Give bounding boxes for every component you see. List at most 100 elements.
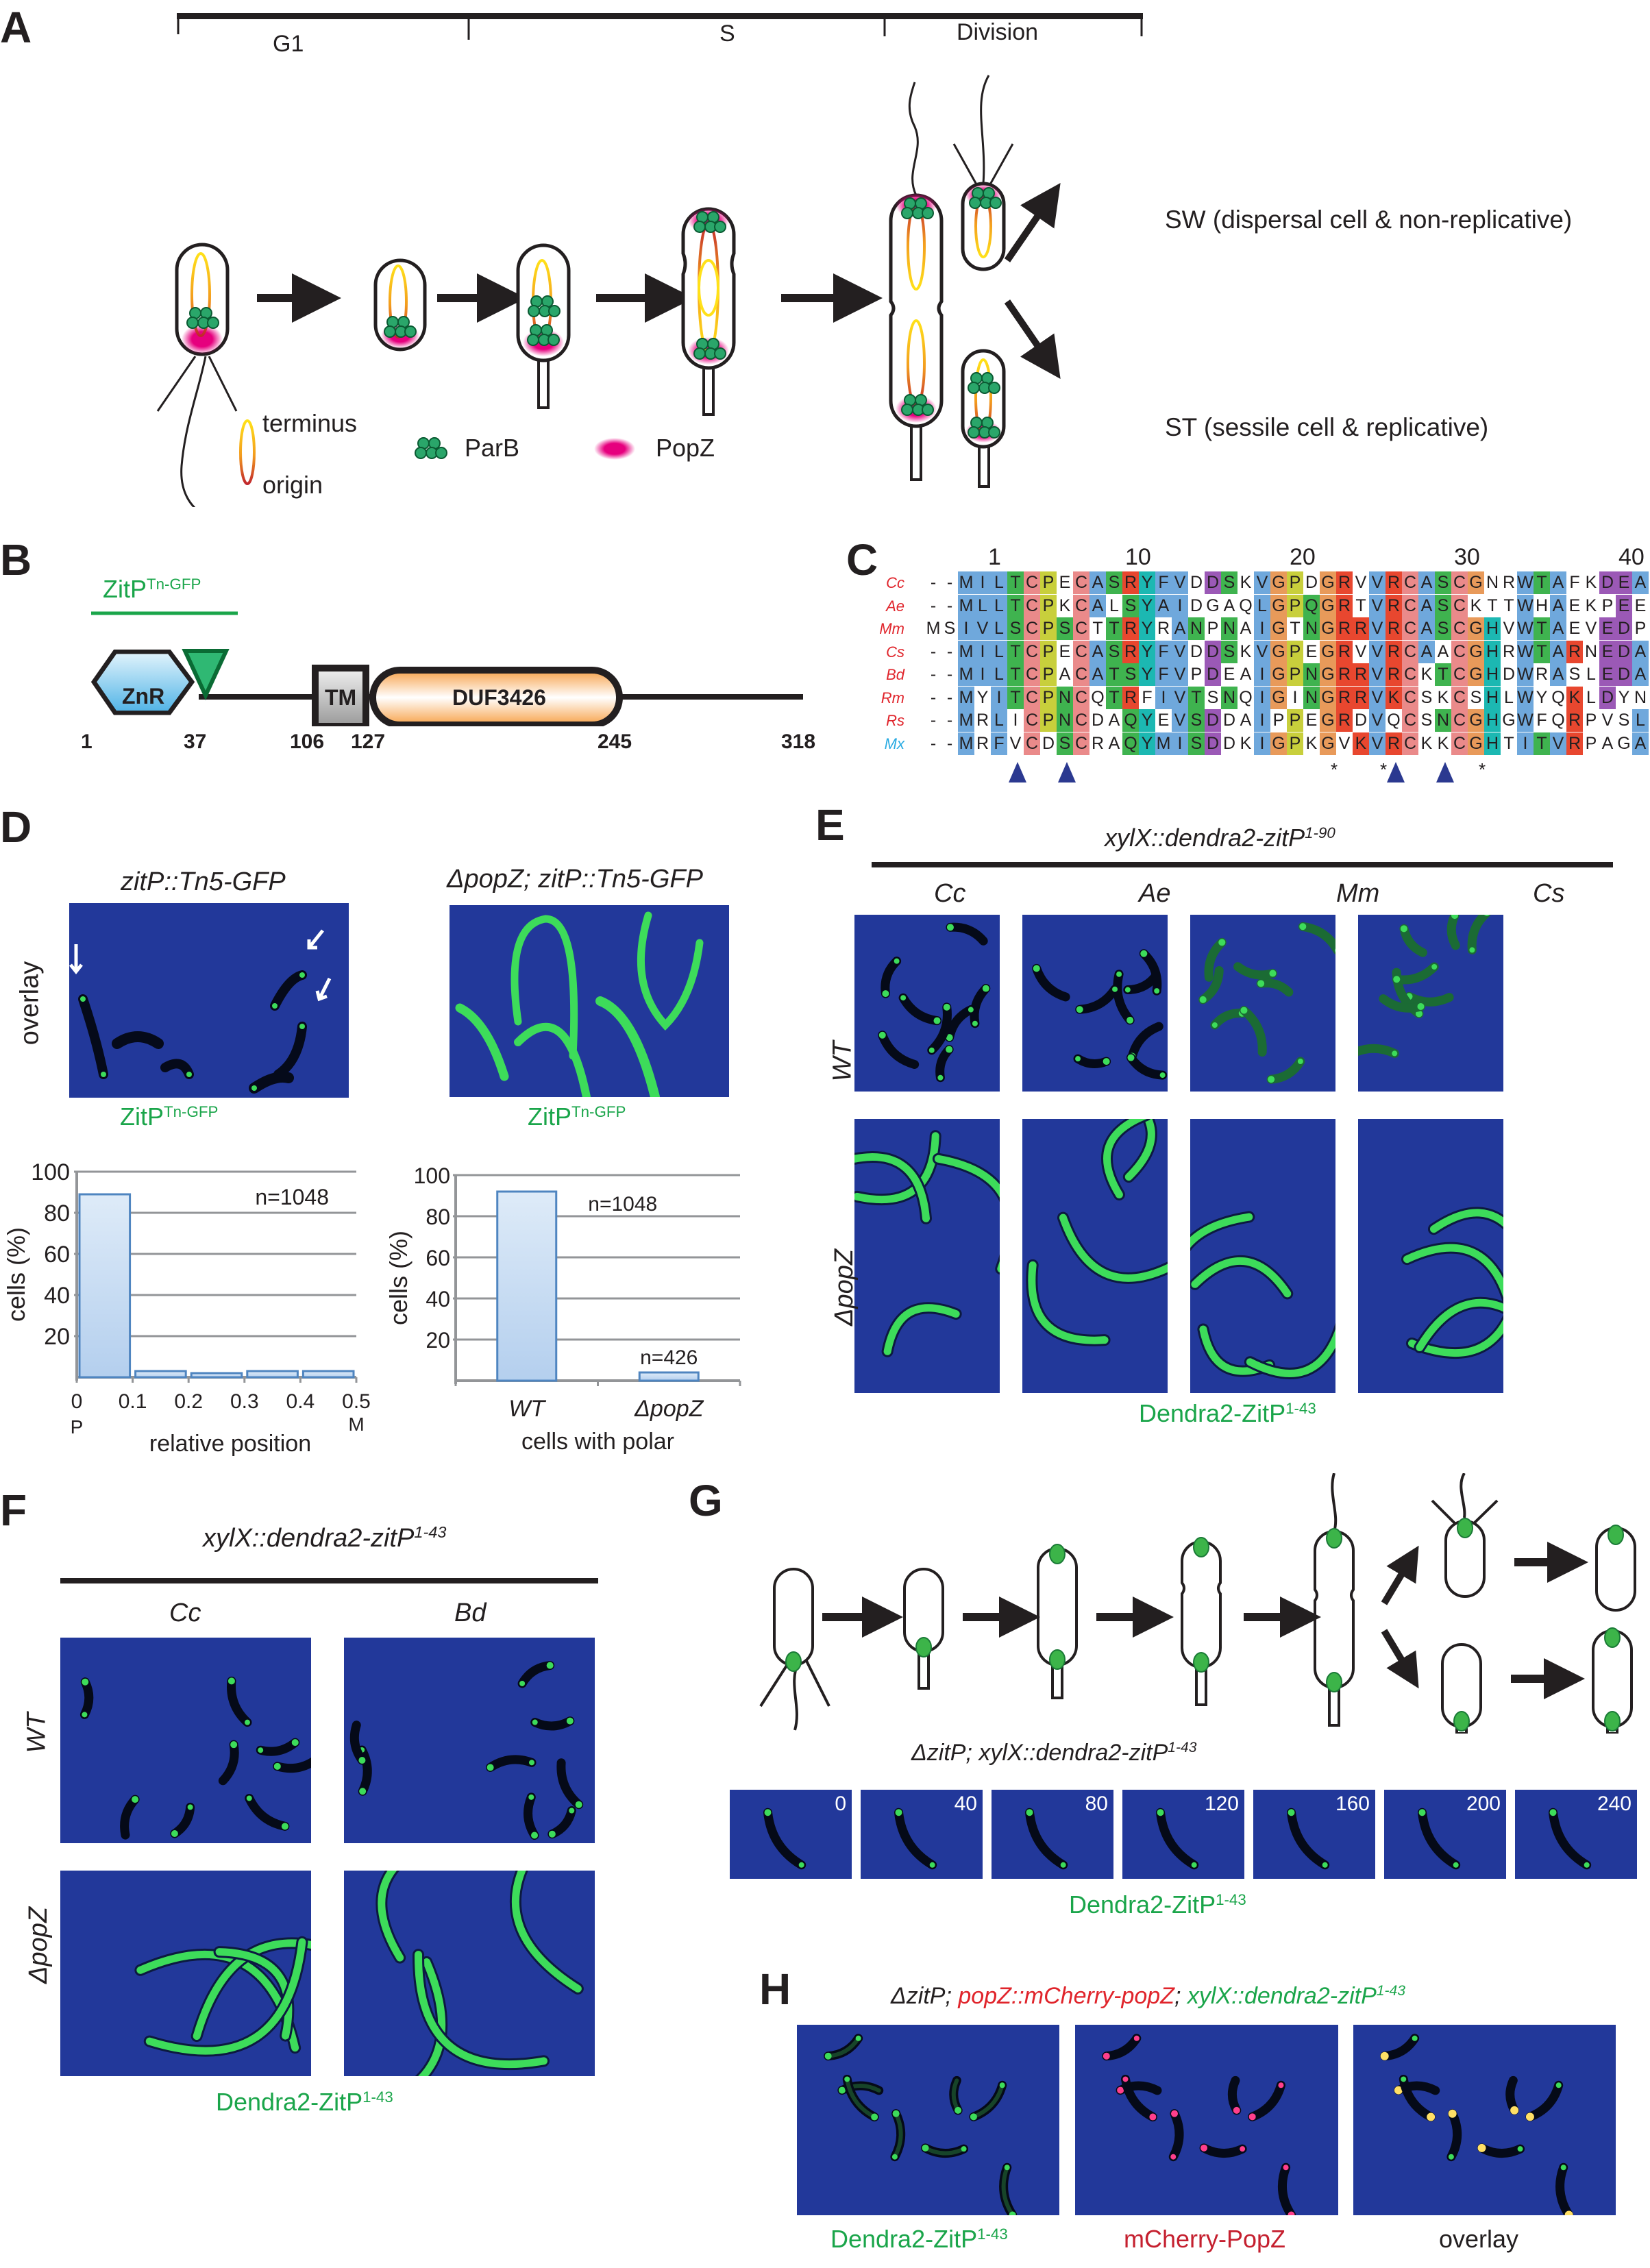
f-caption: Dendra2-ZitP1-43 (216, 2088, 393, 2117)
timepoint-label: 120 (1204, 1792, 1239, 1815)
y-axis-label: cells (%) (2, 1227, 30, 1322)
species-name: Bd (886, 666, 904, 683)
d-channel-left: ZitPTn-GFP (120, 1102, 219, 1131)
d-channel-right: ZitPTn-GFP (528, 1102, 626, 1131)
micrograph-f-wt-cc (60, 1638, 311, 1843)
cysteine-triangle-icon (1436, 762, 1454, 782)
e-row-wt: WT (828, 1041, 857, 1082)
timelapse-frame: 200 (1384, 1790, 1506, 1879)
zitp-localization-diagram (759, 1473, 1636, 1734)
micrograph-h-mcherry (1075, 2025, 1338, 2215)
panel-label-c: C (846, 535, 878, 584)
x-end-label-p: P (71, 1416, 84, 1438)
popz-legend-icon (594, 438, 635, 460)
d-right-title: ΔpopZ; zitP::Tn5-GFP (447, 865, 703, 893)
h-caption-overlay: overlay (1439, 2225, 1519, 2253)
y-tick-label: 60 (44, 1242, 70, 1268)
zitp-focus (785, 1518, 1624, 1731)
micrograph-f-popz-bd (344, 1871, 595, 2076)
y-tick-label: 20 (426, 1328, 450, 1353)
timelapse-frame: 80 (992, 1790, 1113, 1879)
x-tick-label: 0.2 (174, 1390, 203, 1413)
x-axis-label: cells with polar (521, 1429, 674, 1455)
g-strain-label: ΔzitP; xylX::dendra2-zitP1-43 (911, 1739, 1197, 1766)
duf3426-domain (369, 667, 623, 726)
micrograph-e-wt-mm (1190, 915, 1335, 1092)
panel-label-e: E (815, 800, 845, 850)
e-row-popz: ΔpopZ (830, 1248, 859, 1327)
n-annotation: n=1048 (255, 1185, 329, 1209)
ruler-20: 20 (1290, 544, 1316, 570)
micrograph-e-popz-mm (1190, 1119, 1335, 1393)
y-tick-label: 100 (414, 1163, 450, 1188)
f-row-popz: ΔpopZ (24, 1906, 53, 1984)
timepoint-label: 160 (1335, 1792, 1370, 1815)
e-col-mm: Mm (1336, 879, 1380, 908)
x-axis-label: of ZitP::Tn5-GFP (143, 1458, 319, 1459)
legend-parb: ParB (465, 434, 520, 462)
timelapse-frame: 0 (730, 1790, 852, 1879)
legend-popz: PopZ (656, 434, 715, 462)
znr-label: ZnR (122, 684, 165, 708)
ruler-40: 40 (1618, 544, 1645, 570)
pos-245: 245 (598, 730, 632, 753)
g-caption: Dendra2-ZitP1-43 (1069, 1890, 1246, 1919)
timelapse-frame: 160 (1253, 1790, 1375, 1879)
ruler-10: 10 (1125, 544, 1151, 570)
phase-g1: G1 (273, 31, 304, 57)
species-name: Cc (886, 574, 904, 591)
h-strain-label: ΔzitP; popZ::mCherry-popZ; xylX::dendra2… (891, 1982, 1405, 2009)
cysteine-triangle-icon (1058, 762, 1076, 782)
category-label: ΔpopZ (634, 1396, 704, 1422)
histogram-bar (301, 1370, 355, 1379)
conserved-star: * (1331, 759, 1338, 780)
legend-origin: origin (262, 471, 323, 499)
phase-s: S (719, 21, 735, 47)
e-col-cc: Cc (934, 879, 966, 908)
micrograph-f-wt-bd (344, 1638, 595, 1843)
swarmer-cell (156, 243, 238, 507)
category-label: WT (508, 1396, 546, 1422)
predivisional-cell (889, 82, 944, 481)
timelapse-frame: 40 (861, 1790, 983, 1879)
e-col-ae: Ae (1139, 879, 1171, 908)
timepoint-label: 0 (835, 1792, 846, 1815)
late-s-cell (681, 207, 736, 416)
g1-cell (373, 258, 427, 352)
pos-1: 1 (81, 730, 93, 753)
micrograph-e-popz-ae (1022, 1119, 1168, 1393)
y-tick-label: 40 (44, 1283, 70, 1309)
d-row-label-overlay: overlay (15, 961, 45, 1046)
species-name: Rs (886, 712, 904, 729)
f-col-cc: Cc (169, 1599, 201, 1627)
early-s-cell (516, 243, 571, 409)
chromosome-legend-icon (239, 419, 256, 485)
species-name: Cs (886, 643, 904, 661)
bar-0 (496, 1190, 558, 1382)
legend-terminus: terminus (262, 409, 358, 437)
e-title: xylX::dendra2-zitP1-90 (1105, 824, 1335, 852)
h-caption-mcherry: mCherry-PopZ (1124, 2225, 1286, 2253)
cysteine-triangle-icon (1387, 762, 1405, 782)
micrograph-e-wt-cc (854, 915, 1000, 1092)
x-tick-label: 0.5 (342, 1390, 371, 1413)
y-tick-label: 80 (426, 1205, 450, 1229)
duf-label: DUF3426 (452, 685, 546, 710)
histogram-bar (246, 1370, 299, 1379)
species-name: Mm (879, 620, 904, 637)
species-name: Mx (884, 735, 904, 752)
parb-legend-icon (415, 437, 447, 459)
f-title-bar (60, 1578, 598, 1583)
panel-label-g: G (689, 1476, 723, 1525)
bar-1 (638, 1371, 700, 1382)
panel-label-b: B (0, 535, 32, 584)
cysteine-markers (1009, 762, 1454, 782)
tn-insertion-triangle (182, 649, 230, 701)
d-left-title: zitP::Tn5-GFP (121, 867, 286, 896)
